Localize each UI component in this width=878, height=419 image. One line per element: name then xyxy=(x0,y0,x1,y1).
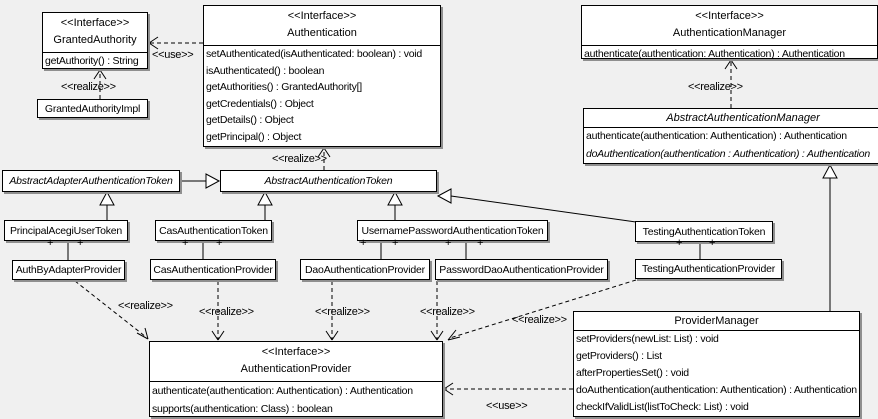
use-label-providermanager: <<use>> xyxy=(486,400,528,412)
stereotype-label: <<Interface>> xyxy=(287,10,357,22)
plus-mark: + xyxy=(477,237,484,249)
plus-mark: + xyxy=(709,237,716,249)
method-row: getCredentials() : Object xyxy=(206,97,314,110)
class-name: CasAuthenticationProvider xyxy=(153,263,273,276)
class-testing-authentication-provider[interactable]: TestingAuthenticationProvider xyxy=(635,259,782,279)
use-providermanager-authenticationprovider xyxy=(443,382,573,396)
method-row: checkIfValidList(listToCheck: List) : vo… xyxy=(576,401,749,413)
stereotype-label: <<Interface>> xyxy=(261,346,331,358)
method-row: getPrincipal() : Object xyxy=(206,130,302,143)
realize-label-daoprovider: <<realize>> xyxy=(315,306,370,318)
class-name: TestingAuthenticationProvider xyxy=(641,263,776,275)
class-name: ProviderManager xyxy=(574,312,859,331)
class-name: AbstractAuthenticationToken xyxy=(264,175,393,187)
realize-label-authbyadapterprovider: <<realize>> xyxy=(118,300,173,312)
generalization-providermanager-abstractauthenticationmanager xyxy=(822,163,838,311)
class-testing-authentication-token[interactable]: TestingAuthenticationToken xyxy=(635,221,773,242)
use-authentication-grantedauthority xyxy=(148,36,203,50)
plus-mark: + xyxy=(182,237,189,249)
stereotype-label: <<Interface>> xyxy=(695,10,764,22)
class-name: Authentication xyxy=(287,27,357,39)
plus-mark: + xyxy=(392,237,399,249)
generalization-usernamepasswordtoken-abstracttoken xyxy=(387,190,403,221)
class-name: AbstractAuthenticationManager xyxy=(584,109,878,128)
method-row: doAuthentication(authentication : Authen… xyxy=(586,147,870,160)
method-row: getDetails() : Object xyxy=(206,114,294,126)
class-name: UsernamePasswordAuthenticationToken xyxy=(361,224,544,237)
class-name: DaoAuthenticationProvider xyxy=(305,263,425,276)
class-cas-authentication-token[interactable]: CasAuthenticationToken xyxy=(155,220,272,241)
realize-label-passworddaoprovider: <<realize>> xyxy=(420,306,475,318)
class-principal-acegi-user-token[interactable]: PrincipalAcegiUserToken xyxy=(4,220,128,241)
class-auth-by-adapter-provider[interactable]: AuthByAdapterProvider xyxy=(12,260,125,280)
realize-label-abstractauthenticationmanager: <<realize>> xyxy=(688,81,743,93)
class-granted-authority-impl[interactable]: GrantedAuthorityImpl xyxy=(37,99,148,118)
class-name: AuthenticationProvider xyxy=(240,363,352,375)
generalization-principalacegiusertoken-abstractadaptertoken xyxy=(99,190,115,220)
generalization-testingtoken-abstracttoken xyxy=(436,188,637,223)
method-row: getAuthorities() : GrantedAuthority[] xyxy=(206,81,362,93)
plus-mark: + xyxy=(216,237,223,249)
generalization-abstractadaptertoken-abstracttoken xyxy=(180,173,221,189)
class-header: <<Interface>> AuthenticationProvider xyxy=(150,342,442,382)
method-row: supports(authentication: Class) : boolea… xyxy=(152,403,333,415)
class-name: GrantedAuthorityImpl xyxy=(44,102,141,115)
class-abstract-authentication-token[interactable]: AbstractAuthenticationToken xyxy=(220,170,437,192)
method-row: authenticate(authentication: Authenticat… xyxy=(584,48,845,59)
class-authentication-manager[interactable]: <<Interface>> AuthenticationManager auth… xyxy=(581,5,878,59)
method-row: getProviders() : List xyxy=(576,350,662,362)
class-header: <<Interface>> Authentication xyxy=(204,6,440,46)
class-name: AbstractAdapterAuthenticationToken xyxy=(9,175,173,187)
method-row: authenticate(authentication: Authenticat… xyxy=(586,130,847,142)
method-row: getAuthority() : String xyxy=(45,55,139,67)
realize-label-testingprovider: <<realize>> xyxy=(512,314,567,326)
method-row: doAuthentication(authentication: Authent… xyxy=(576,384,857,396)
plus-mark: + xyxy=(360,237,367,249)
class-provider-manager[interactable]: ProviderManager setProviders(newList: Li… xyxy=(573,311,860,417)
class-authentication-provider[interactable]: <<Interface>> AuthenticationProvider aut… xyxy=(149,341,443,417)
class-name: TestingAuthenticationToken xyxy=(642,225,766,238)
class-name: AuthByAdapterProvider xyxy=(15,264,122,276)
stereotype-label: <<Interface>> xyxy=(60,17,130,29)
plus-mark: + xyxy=(47,237,54,249)
class-name: PasswordDaoAuthenticationProvider xyxy=(439,263,604,276)
class-dao-authentication-provider[interactable]: DaoAuthenticationProvider xyxy=(300,259,430,280)
class-name: GrantedAuthority xyxy=(53,34,137,46)
class-name: CasAuthenticationToken xyxy=(159,224,268,237)
method-row: isAuthenticated() : boolean xyxy=(206,64,325,77)
class-name: AuthenticationManager xyxy=(672,27,787,39)
method-row: authenticate(authentication: Authenticat… xyxy=(152,385,413,397)
class-username-password-authentication-token[interactable]: UsernamePasswordAuthenticationToken xyxy=(357,220,548,241)
realize-label-abstractauthenticationtoken: <<realize>> xyxy=(272,153,327,165)
plus-mark: + xyxy=(445,237,452,249)
method-row: setProviders(newList: List) : void xyxy=(576,333,719,345)
class-authentication[interactable]: <<Interface>> Authentication setAuthenti… xyxy=(203,5,441,147)
class-header: <<Interface>> AuthenticationManager xyxy=(582,6,877,46)
class-header: <<Interface>> GrantedAuthority xyxy=(43,13,147,53)
class-password-dao-authentication-provider[interactable]: PasswordDaoAuthenticationProvider xyxy=(435,259,608,280)
generalization-castoken-abstracttoken xyxy=(257,190,273,221)
plus-mark: + xyxy=(676,237,683,249)
class-abstract-authentication-manager[interactable]: AbstractAuthenticationManager authentica… xyxy=(583,108,878,164)
class-granted-authority[interactable]: <<Interface>> GrantedAuthority getAuthor… xyxy=(42,12,148,69)
class-abstract-adapter-authentication-token[interactable]: AbstractAdapterAuthenticationToken xyxy=(2,170,180,192)
use-label-authentication-grantedauthority: <<use>> xyxy=(152,49,194,61)
method-row: setAuthenticated(isAuthenticated: boolea… xyxy=(206,48,422,60)
realize-label-casprovider: <<realize>> xyxy=(199,306,254,318)
realize-label-grantedauthorityimpl: <<realize>> xyxy=(61,81,116,93)
class-cas-authentication-provider[interactable]: CasAuthenticationProvider xyxy=(150,259,276,280)
plus-mark: + xyxy=(77,237,84,249)
method-row: afterPropertiesSet() : void xyxy=(576,367,689,379)
class-name: PrincipalAcegiUserToken xyxy=(9,224,123,237)
